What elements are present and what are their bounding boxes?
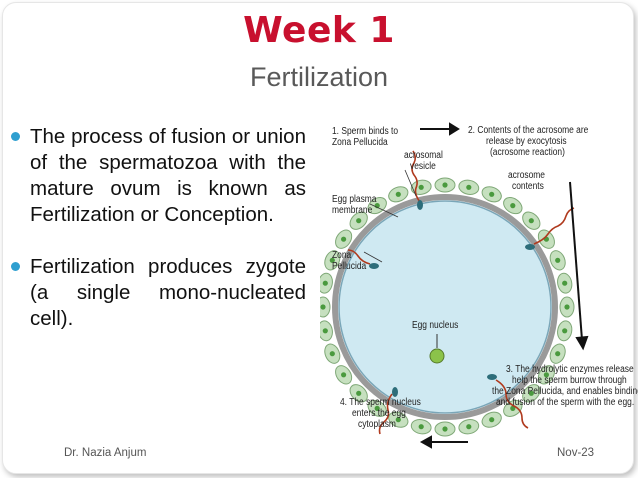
follicle-nucleus xyxy=(442,426,448,432)
sperm-heads xyxy=(369,200,535,397)
follicle-nucleus xyxy=(356,390,362,396)
label-step3-line3: the Zona Pellucida, and enables binding xyxy=(492,386,638,397)
follicle-nucleus xyxy=(562,328,568,334)
sperm-tail-5 xyxy=(347,249,371,265)
follicle-nucleus xyxy=(528,390,534,396)
follicle-nucleus xyxy=(395,417,401,423)
pointer-acrosomal xyxy=(404,169,417,197)
slide-title: Week 1 xyxy=(243,10,395,51)
bullet-text: Fertilization produces zygote (a single … xyxy=(30,255,306,330)
label-step4-line1: 4. The sperm nucleus xyxy=(340,397,421,408)
label-step2-line2: release by exocytosis xyxy=(486,136,567,147)
follicle-nucleus xyxy=(418,424,424,430)
arrow-head-left-icon xyxy=(419,435,432,449)
fertilization-diagram: 1. Sperm binds to Zona Pellucida acrosom… xyxy=(315,112,638,462)
follicle-nucleus xyxy=(510,405,516,411)
label-step2-line3: (acrosome reaction) xyxy=(490,147,565,158)
label-acrosomal-line2: vesicle xyxy=(410,161,436,172)
follicle-nucleus xyxy=(322,280,328,286)
follicle-cells xyxy=(315,177,575,437)
arrow-head-right-icon xyxy=(449,122,460,136)
label-zona-line2: Pellucida xyxy=(332,261,367,272)
bullet-dot-icon xyxy=(11,262,20,271)
follicle-nucleus xyxy=(489,191,495,197)
sperm-head-1 xyxy=(417,200,423,210)
pointer-zona xyxy=(363,251,383,263)
slide-subtitle: Fertilization xyxy=(249,62,389,92)
bullet-dot-icon xyxy=(11,132,20,141)
label-acrosomal-line1: acrosomal xyxy=(404,150,443,161)
label-egg-nucleus: Egg nucleus xyxy=(412,320,459,331)
sperm-head-3 xyxy=(487,374,497,380)
bullet-text: The process of fusion or union of the sp… xyxy=(30,125,306,226)
label-step4-line2: enters the egg xyxy=(352,408,406,419)
footer-author: Dr. Nazia Anjum xyxy=(64,447,147,459)
follicle-nucleus xyxy=(329,351,335,357)
follicle-nucleus xyxy=(418,184,424,190)
follicle-nucleus xyxy=(528,218,534,224)
arrow-head-down-icon xyxy=(575,335,589,351)
follicle-nucleus xyxy=(374,405,380,411)
follicle-nucleus xyxy=(341,372,347,378)
label-egg-plasma-line2: membrane xyxy=(332,205,373,216)
sperm-tail-4 xyxy=(378,393,393,435)
follicle-nucleus xyxy=(320,304,326,310)
sperm-group xyxy=(347,150,575,435)
label-step3-line1: 3. The hydrolytic enzymes release xyxy=(506,364,634,375)
sperm-head-2 xyxy=(525,244,535,250)
egg-nucleus-icon xyxy=(429,348,445,364)
follicle-nucleus xyxy=(489,417,495,423)
follicle-nucleus xyxy=(356,218,362,224)
zona-pellucida-ring xyxy=(332,194,558,420)
follicle-nucleus xyxy=(341,236,347,242)
label-step1-line1: 1. Sperm binds to xyxy=(332,126,399,137)
label-step3-line4: and fusion of the sperm with the egg. xyxy=(496,397,635,408)
label-acrosome-line1: acrosome xyxy=(508,170,545,181)
label-pointers xyxy=(363,169,417,263)
sperm-head-4 xyxy=(392,387,398,397)
label-step4-line3: cytoplasm xyxy=(358,419,396,430)
sperm-head-5 xyxy=(369,263,379,269)
follicle-nucleus xyxy=(466,184,472,190)
label-egg-plasma-line1: Egg plasma xyxy=(332,194,377,205)
process-arrows xyxy=(419,122,589,449)
follicle-nucleus xyxy=(510,203,516,209)
fertilization-illustration xyxy=(315,122,589,449)
pointer-egg-plasma xyxy=(369,203,399,218)
sperm-tail-2 xyxy=(533,207,575,245)
footer-date: Nov-23 xyxy=(557,447,595,459)
follicle-nucleus xyxy=(329,257,335,263)
follicle-nucleus xyxy=(395,191,401,197)
arrow-step-2-to-3 xyxy=(569,181,583,341)
sperm-tail-1 xyxy=(411,150,421,203)
follicle-nucleus xyxy=(555,351,561,357)
bullet-list: The process of fusion or union of the sp… xyxy=(8,124,306,358)
follicle-nucleus xyxy=(466,424,472,430)
label-step2-line1: 2. Contents of the acrosome are xyxy=(468,125,589,136)
follicle-nucleus xyxy=(562,280,568,286)
label-zona-line1: Zona xyxy=(332,250,352,261)
egg-cell xyxy=(338,200,552,414)
follicle-nucleus xyxy=(322,328,328,334)
follicle-nucleus xyxy=(543,372,549,378)
sperm-tail-3 xyxy=(495,379,529,429)
bullet-item: The process of fusion or union of the sp… xyxy=(8,124,306,228)
label-step3-line2: help the sperm burrow through xyxy=(512,375,627,386)
follicle-nucleus xyxy=(442,182,448,188)
follicle-nucleus xyxy=(564,304,570,310)
follicle-nucleus xyxy=(555,257,561,263)
bullet-item: Fertilization produces zygote (a single … xyxy=(8,254,306,332)
label-step1-line2: Zona Pellucida xyxy=(332,137,388,148)
label-acrosome-line2: contents xyxy=(512,181,544,192)
